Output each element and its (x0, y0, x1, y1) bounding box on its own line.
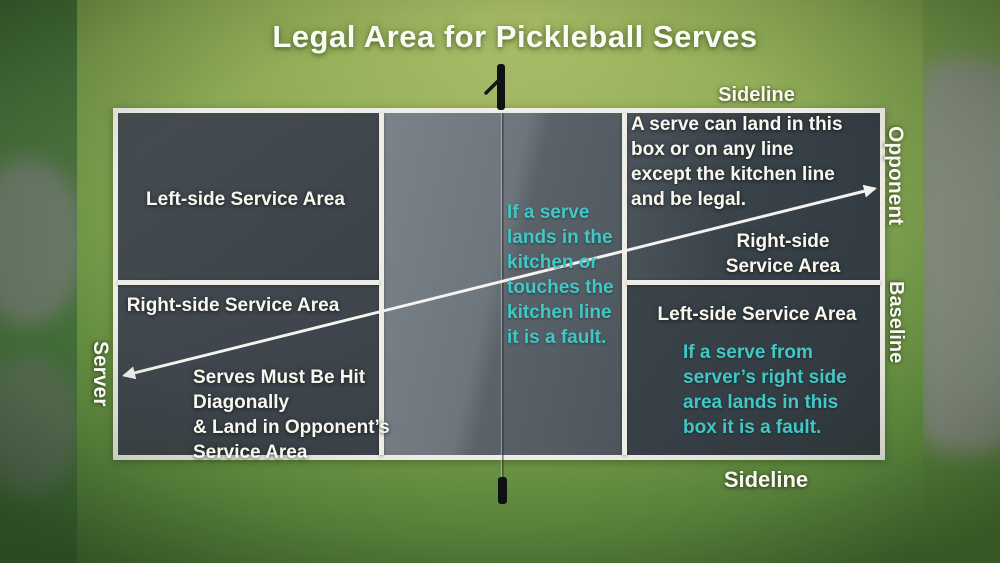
blur-blob (0, 158, 77, 326)
note-serve-rule: Serves Must Be Hit Diagonally & Land in … (193, 367, 390, 463)
label-sideline-top: Sideline (718, 84, 795, 106)
note-wrong-box-fault: If a serve from server’s right side area… (683, 342, 847, 438)
label-baseline: Baseline (885, 281, 907, 364)
page-title: Legal Area for Pickleball Serves (272, 19, 758, 54)
centerline-near (118, 280, 379, 285)
label-far-right-box: Right-side Service Area (725, 231, 841, 277)
right-blur-edge (923, 0, 1000, 563)
label-server: Server (89, 341, 112, 407)
note-kitchen-fault: If a serve lands in the kitchen or touch… (507, 202, 614, 348)
left-blur-edge (0, 0, 77, 563)
blur-blob (0, 356, 77, 496)
label-opponent: Opponent (884, 126, 907, 226)
label-near-right-box: Right-side Service Area (126, 295, 340, 316)
centerline-far (627, 280, 880, 285)
note-legal-serve: A serve can land in this box or on any l… (631, 114, 843, 210)
label-sideline-bottom: Sideline (723, 467, 809, 492)
blur-blob (923, 58, 1000, 454)
label-near-left-box: Left-side Service Area (146, 189, 345, 210)
label-far-left-box: Left-side Service Area (657, 304, 857, 325)
